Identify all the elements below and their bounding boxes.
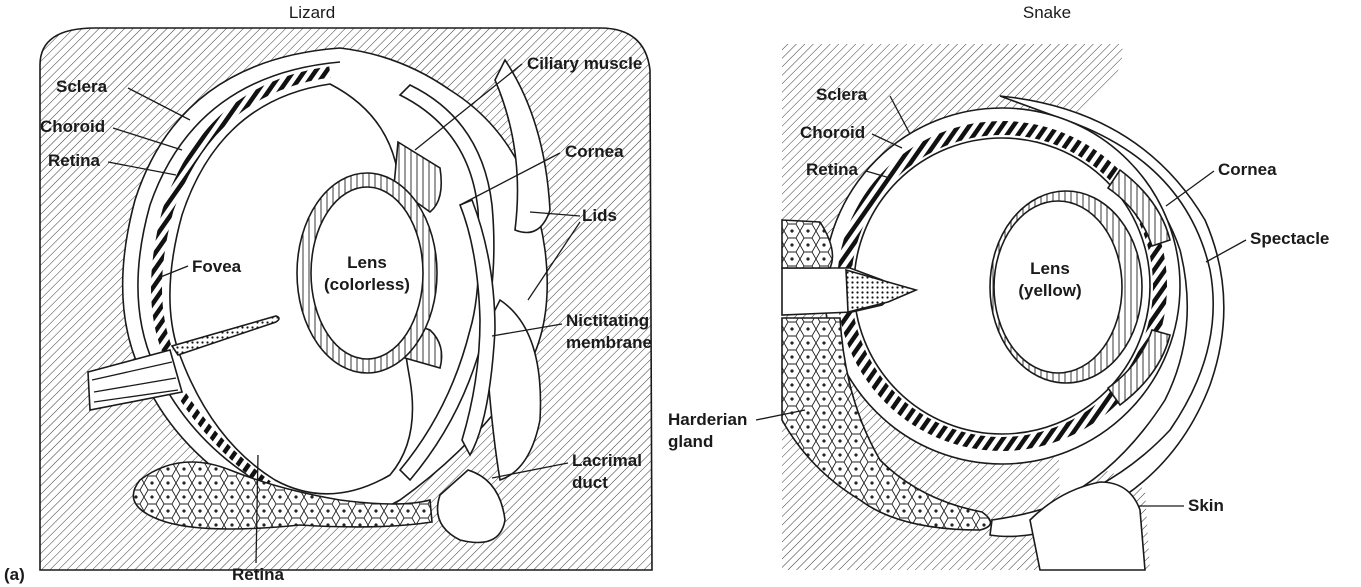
snake-panel: Snake Sclera Choroid Retina Lens (yellow… xyxy=(668,3,1329,570)
lizard-label-retina: Retina xyxy=(48,151,101,170)
snake-label-harderian-2: gland xyxy=(668,432,713,451)
snake-title: Snake xyxy=(1023,3,1071,22)
snake-label-sclera: Sclera xyxy=(816,85,868,104)
snake-label-lens-1: Lens xyxy=(1030,259,1070,278)
lizard-label-lacrimal-1: Lacrimal xyxy=(572,451,642,470)
lizard-label-choroid: Choroid xyxy=(40,117,105,136)
snake-label-spectacle: Spectacle xyxy=(1250,229,1329,248)
lizard-title: Lizard xyxy=(289,3,335,22)
snake-label-lens-2: (yellow) xyxy=(1018,281,1081,300)
lizard-label-lens-1: Lens xyxy=(347,253,387,272)
snake-label-retina: Retina xyxy=(806,160,859,179)
lizard-label-lids: Lids xyxy=(582,206,617,225)
lizard-label-cornea: Cornea xyxy=(565,142,624,161)
lizard-label-lens-2: (colorless) xyxy=(324,275,410,294)
lizard-label-nictitating-1: Nictitating xyxy=(566,311,649,330)
figure-label: (a) xyxy=(4,565,25,584)
lizard-label-nictitating-2: membrane xyxy=(566,333,652,352)
snake-label-skin: Skin xyxy=(1188,496,1224,515)
lizard-label-lacrimal-2: duct xyxy=(572,473,608,492)
lizard-label-retina-bottom: Retina xyxy=(232,565,285,584)
lizard-label-fovea: Fovea xyxy=(192,257,242,276)
lizard-panel: Lizard Sclera Choroid Retina Fovea Lens … xyxy=(40,3,652,584)
lizard-label-sclera: Sclera xyxy=(56,77,108,96)
snake-label-choroid: Choroid xyxy=(800,123,865,142)
snake-label-harderian-1: Harderian xyxy=(668,410,747,429)
lizard-lens xyxy=(311,187,423,359)
lizard-label-ciliary-muscle: Ciliary muscle xyxy=(527,54,642,73)
snake-label-cornea: Cornea xyxy=(1218,160,1277,179)
